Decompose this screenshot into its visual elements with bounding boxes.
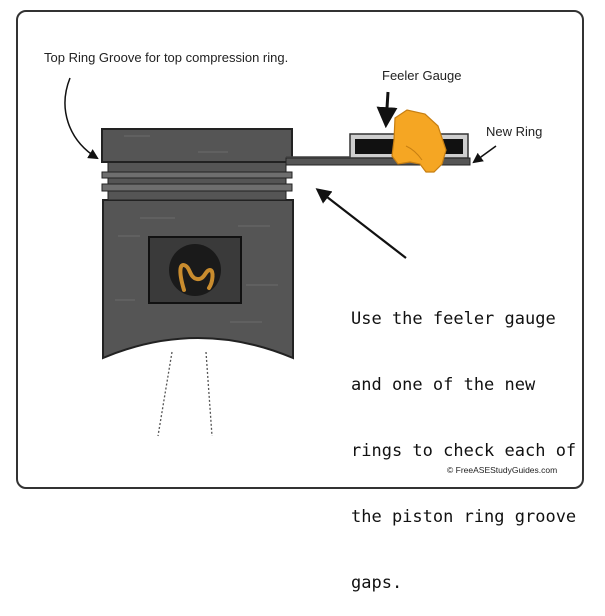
copyright-notice: © FreeASEStudyGuides.com <box>447 465 558 475</box>
callout-arrows <box>64 77 497 259</box>
ring-grooves <box>101 159 293 201</box>
instruction-line: the piston ring groove <box>351 507 577 527</box>
new-ring-label: New Ring <box>486 124 543 139</box>
new-ring-arrow <box>472 145 497 164</box>
feeler-gauge-label: Feeler Gauge <box>382 68 462 83</box>
finger-pressing-icon <box>391 109 447 173</box>
instruction-line: gaps. <box>351 573 403 593</box>
piston-diagram <box>64 77 497 437</box>
connecting-rod <box>157 351 213 437</box>
instruction-line: Use the feeler gauge <box>351 309 556 329</box>
piston-crown <box>101 128 293 163</box>
top-groove-label: Top Ring Groove for top compression ring… <box>44 50 289 65</box>
instruction-text: Use the feeler gauge and one of the new … <box>351 264 581 616</box>
piston-logo-icon <box>148 236 242 304</box>
top-groove-arrow <box>64 77 99 160</box>
groove-gap-arrow <box>315 188 407 259</box>
instruction-line: and one of the new <box>351 375 536 395</box>
instruction-line: rings to check each of <box>351 441 577 461</box>
feeler-gauge-arrow <box>376 91 398 129</box>
